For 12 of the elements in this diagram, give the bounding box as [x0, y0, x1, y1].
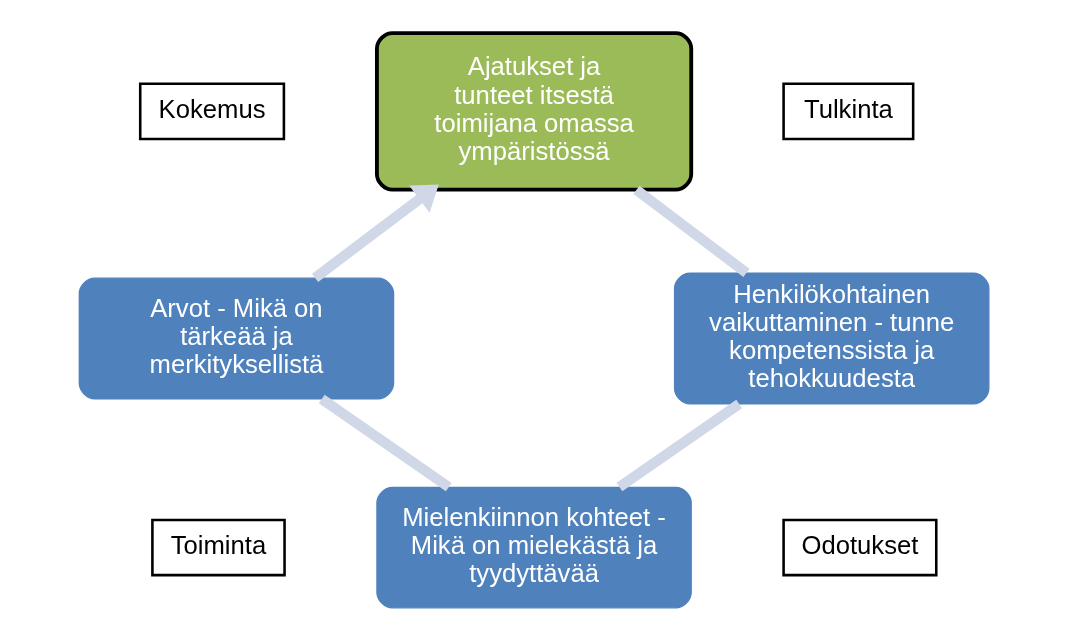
arrow [312, 184, 439, 282]
node-box: Toiminta [151, 518, 286, 577]
node-box: Henkilökohtainen vaikuttaminen - tunne kompetenssista ja tehokkuudesta [673, 272, 990, 405]
connector [633, 185, 750, 277]
connector [318, 394, 452, 492]
node-box: Kokemus [138, 82, 286, 141]
node-box: Ajatukset ja tunteet itsestä toimijana omassa ympäristössä [375, 31, 694, 192]
node-box: Odotukset [782, 518, 938, 577]
connector [616, 399, 743, 492]
node-box: Arvot - Mikä on tärkeää ja merkityksellistä [78, 277, 395, 400]
node-box: Tulkinta [782, 82, 915, 141]
node-box: Mielenkiinnon kohteet - Mikä on mielekästä ja tyydyttävää [376, 486, 692, 609]
